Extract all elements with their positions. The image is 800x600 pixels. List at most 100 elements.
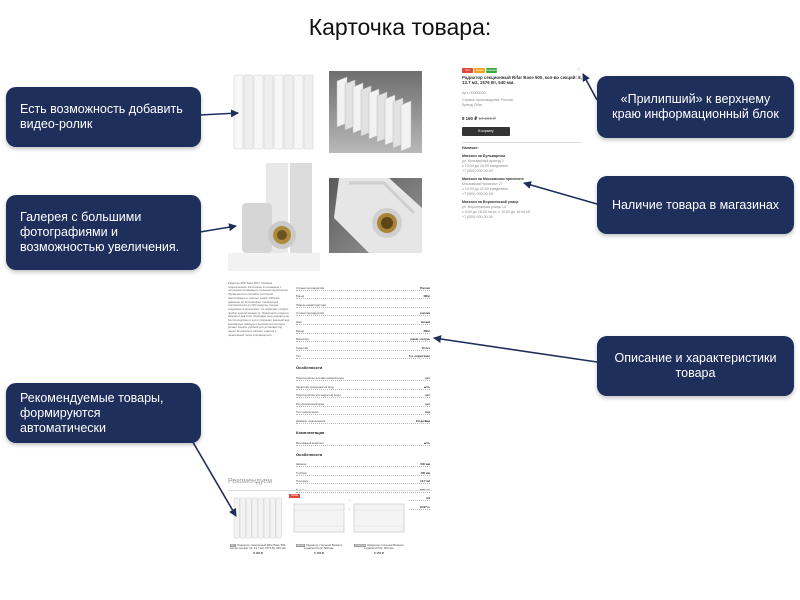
spec-value: нет bbox=[425, 375, 430, 380]
radiator-fin bbox=[303, 74, 314, 150]
gallery-photo-detail-2[interactable] bbox=[329, 178, 422, 253]
callout-stock: Наличие товара в магазинах bbox=[597, 176, 794, 234]
store-detail: +7 (000) 000-00-00 bbox=[462, 191, 493, 196]
badge-new: Новинка bbox=[486, 68, 498, 73]
spec-value: алюм., латунь bbox=[410, 337, 430, 342]
callout-gallery: Галерея с большими фотографиями и возмож… bbox=[6, 195, 201, 270]
product-price: 8 160 ₽ 10 200 ₽ bbox=[462, 116, 582, 121]
radiator-fin bbox=[269, 497, 276, 539]
spec-value: 10 лет bbox=[421, 345, 430, 350]
radiator-fin bbox=[245, 497, 252, 539]
spec-value: 1/2 дюйма bbox=[415, 418, 430, 423]
card-tag: Новинка bbox=[354, 543, 367, 548]
radiator-fin bbox=[263, 497, 270, 539]
spec-value: 13.7 м2 bbox=[420, 479, 430, 484]
store-detail: с 10:00 до 20:00 ежедневно bbox=[462, 186, 509, 191]
store-name: Магазин на Московском проспекте bbox=[462, 176, 524, 181]
store-name: Магазин на Бульварном bbox=[462, 153, 506, 158]
spec-key: Материал bbox=[296, 337, 309, 342]
card-name: Радиатор стальной Buderus Logatrend C22,… bbox=[363, 542, 404, 551]
card-price: 8 160 ₽ bbox=[253, 550, 263, 555]
radiator-front-image bbox=[228, 71, 320, 153]
specs-heading-dimensions: Особенности bbox=[296, 451, 323, 457]
product-country: Страна: производства: Россия bbox=[462, 97, 513, 102]
gallery-photo-detail-1[interactable] bbox=[228, 163, 320, 271]
gallery-photo-front[interactable] bbox=[228, 71, 320, 153]
card-price: 6 150 ₽ bbox=[374, 550, 384, 555]
spec-key: Бренд bbox=[296, 294, 305, 299]
radiator-fin bbox=[275, 497, 282, 539]
radiator-fin bbox=[243, 74, 254, 150]
spec-value: 640 мм bbox=[420, 462, 430, 467]
availability-title: Наличие: bbox=[462, 145, 479, 150]
spec-key: Ширина bbox=[296, 462, 307, 467]
spec-key: Защитная прокладка на воду bbox=[296, 384, 334, 389]
radiator-fin bbox=[293, 74, 304, 150]
add-to-cart-button[interactable]: В корзину bbox=[462, 126, 510, 136]
spec-row: Бренд Rifar bbox=[296, 291, 430, 300]
spec-row: Ширина 640 мм bbox=[296, 459, 430, 468]
radiator-fin bbox=[233, 74, 244, 150]
spec-row: Общие характеристики bbox=[296, 299, 430, 308]
radiator-angle-image bbox=[329, 71, 422, 153]
store-detail: ул. Бульварный проезд 2 bbox=[462, 158, 504, 163]
spec-row: Бренд Rifar bbox=[296, 325, 430, 334]
sale-badge: SALE bbox=[289, 493, 301, 498]
gallery-photo-angle[interactable] bbox=[329, 71, 422, 153]
spec-key: Монтажный комплект bbox=[296, 440, 325, 445]
spec-row: Страна производства россия bbox=[296, 308, 430, 317]
recommended-image-2 bbox=[290, 494, 348, 542]
spec-key: Глубина bbox=[296, 470, 307, 475]
spec-value: нет bbox=[425, 401, 430, 406]
radiator-fin bbox=[233, 497, 240, 539]
recommended-divider bbox=[228, 490, 432, 491]
callout-video: Есть возможность добавить видео-ролик bbox=[6, 87, 201, 147]
spec-key: Тип bbox=[296, 354, 301, 359]
spec-key: Высота bbox=[296, 488, 306, 492]
spec-value: Rifar bbox=[423, 328, 430, 333]
radiator-fin bbox=[263, 74, 274, 150]
radiator-fin bbox=[400, 100, 412, 152]
card-tag: Акция bbox=[295, 543, 305, 548]
spec-value: нет bbox=[425, 393, 430, 398]
favorite-icon[interactable]: ♡ bbox=[576, 67, 581, 73]
store-name: Магазин на Воронежской улице bbox=[462, 199, 519, 204]
radiator-detail-image bbox=[228, 163, 320, 271]
product-brand: Бренд: Rifar bbox=[462, 102, 483, 107]
spec-value: есть bbox=[423, 440, 430, 445]
recommended-image-1 bbox=[229, 494, 287, 542]
old-price: 10 200 ₽ bbox=[478, 115, 496, 121]
spec-value: россия bbox=[420, 311, 430, 316]
spec-value: 1/2 bbox=[426, 496, 430, 501]
store-detail: +7 (000) 000-00-00 bbox=[462, 214, 493, 219]
store-detail: Московский проспект 27 bbox=[462, 181, 503, 186]
spec-key: Страна производства bbox=[296, 311, 325, 316]
spec-value: Россия bbox=[420, 285, 430, 290]
spec-key: Диаметр подключения bbox=[296, 418, 326, 423]
spec-value: бок bbox=[425, 410, 430, 415]
radiator-fin bbox=[283, 74, 294, 150]
card-name: Радиатор секционный Rifar Base 500, кол-… bbox=[229, 542, 287, 551]
spec-value: Rifar bbox=[423, 294, 430, 299]
arrow-sticky bbox=[582, 73, 598, 101]
spec-value: 500 мм bbox=[420, 488, 430, 492]
product-sku: Арт. 00000000 bbox=[462, 90, 486, 95]
store-detail: ул. Воронежская улица 14 bbox=[462, 204, 506, 209]
spec-key: Страна производства bbox=[296, 285, 325, 290]
spec-key: Бренд bbox=[296, 328, 305, 333]
spec-row: Страна производства Россия bbox=[296, 282, 430, 291]
